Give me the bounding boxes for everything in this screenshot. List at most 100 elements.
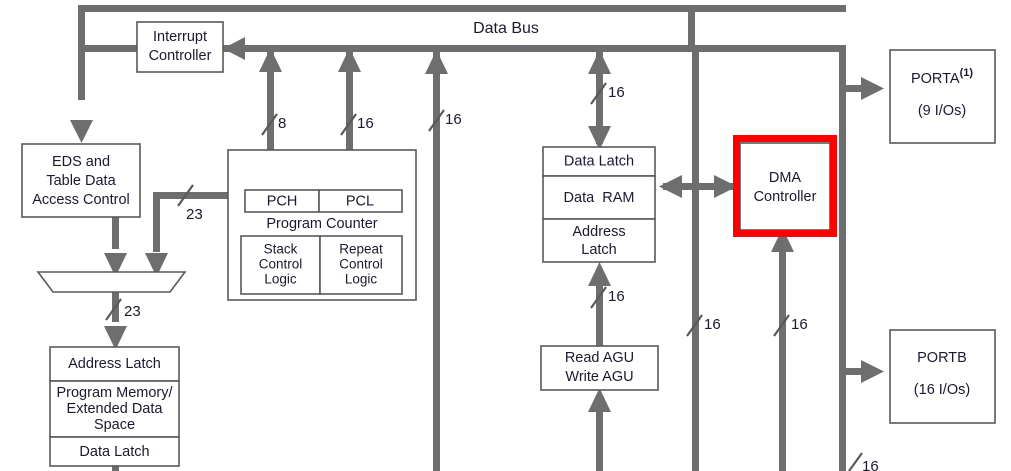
memory-bottom-stub	[112, 466, 119, 471]
pc-fetch-width-label: 16	[445, 111, 462, 128]
dma-controller-box	[739, 142, 831, 231]
pcl-width-label: 16	[357, 115, 374, 132]
agu-width-tick	[590, 286, 607, 309]
porta-box	[889, 49, 996, 144]
ram-dma-horizontal-bus	[663, 183, 733, 190]
pcl-arrow-up	[338, 48, 361, 72]
portb-block[interactable]: PORTB (16 I/Os)	[889, 329, 996, 424]
eds-mux-arrow-down	[104, 253, 127, 277]
stack-control-logic-box	[240, 235, 321, 295]
ram-arrow-up	[588, 50, 611, 74]
eds-label-3: Access Control	[32, 192, 130, 208]
interrupt-controller-label-1: Interrupt	[153, 29, 207, 45]
ram-address-latch-label-1: Address	[572, 224, 625, 240]
ram-address-latch-box	[542, 218, 656, 263]
program-memory-label-2: Extended Data	[67, 401, 164, 417]
mid-right-vertical-bus	[692, 45, 699, 471]
mux-out-width-tick	[105, 298, 122, 321]
dma-vertical-bus	[779, 237, 786, 471]
stack-control-label-2: Control	[259, 257, 303, 272]
agu-label-1: Read AGU	[565, 350, 634, 366]
port-bus-width-tick	[848, 452, 863, 471]
dma-highlight-rect	[733, 135, 837, 237]
memory-data-latch-box	[49, 436, 180, 467]
portb-ios-label: (16 I/Os)	[914, 382, 970, 398]
eds-arrow-head	[70, 120, 93, 143]
irq-bus-shaft	[240, 45, 695, 52]
memory-data-latch-label: Data Latch	[79, 444, 149, 460]
eds-to-pc-horizontal	[153, 192, 233, 199]
program-memory-stack-block[interactable]: Address Latch Program Memory/ Extended D…	[49, 346, 180, 467]
ram-width-label: 16	[608, 84, 625, 101]
eds-box	[21, 143, 141, 218]
address-latch-box	[49, 346, 180, 382]
data-bus-title: Data Bus	[473, 20, 539, 37]
port-bus-width-label: 16	[862, 458, 879, 471]
eds-label-2: Table Data	[46, 173, 116, 189]
program-counter-caption: Program Counter	[266, 216, 377, 232]
ram-bus-shaft	[596, 52, 603, 144]
portb-feed-stub	[846, 368, 868, 375]
portb-box	[889, 329, 996, 424]
pc-fetch-vertical-bus	[433, 52, 440, 471]
ram-arrow-down	[588, 126, 611, 150]
porta-ios-label: (9 I/Os)	[918, 103, 966, 119]
arrow-heads	[70, 37, 884, 471]
address-latch-label: Address Latch	[68, 356, 161, 372]
agu-box	[540, 345, 659, 391]
ram-data-latch-label: Data Latch	[564, 153, 634, 169]
agu-width-label: 16	[608, 288, 625, 305]
mux-out-width-label: 23	[124, 303, 141, 320]
data-ram-stack-block[interactable]: Data Latch Data RAM Address Latch	[542, 146, 656, 263]
porta-footnote-marker: (1)	[960, 67, 974, 79]
irq-arrow-head	[223, 37, 245, 60]
program-memory-label-1: Program Memory/	[56, 385, 173, 401]
eds-to-pc-elbow	[153, 192, 160, 252]
ram-address-latch-label-2: Latch	[581, 242, 616, 258]
eds-addr-width-label: 23	[186, 206, 203, 223]
pch-width-tick	[261, 113, 278, 136]
porta-name-text: PORTA	[911, 71, 960, 87]
pch-label: PCH	[267, 193, 298, 209]
pch-bus-shaft	[267, 52, 274, 184]
repeat-control-logic-box	[319, 235, 403, 295]
program-memory-label-3: Space	[94, 417, 135, 433]
agu-bottom-shaft	[596, 410, 603, 471]
right-vertical-bus	[839, 45, 846, 471]
agu-block[interactable]: Read AGU Write AGU	[540, 345, 659, 391]
repeat-control-label-1: Repeat	[339, 242, 383, 257]
agu-label-2: Write AGU	[565, 369, 633, 385]
dma-label-1: DMA	[769, 170, 802, 186]
dma-controller-block[interactable]: DMA Controller	[733, 135, 837, 237]
porta-feed-stub	[846, 85, 868, 92]
agu-ram-arrow-up	[588, 262, 611, 286]
eds-table-data-access-control-block[interactable]: EDS and Table Data Access Control	[21, 143, 141, 218]
portb-arrow-head	[861, 360, 884, 383]
interrupt-controller-block[interactable]: Interrupt Controller	[136, 21, 224, 73]
dma-label-2: Controller	[754, 189, 817, 205]
dma-bus-a-width-label: 16	[704, 316, 721, 333]
portb-name-label: PORTB	[917, 350, 967, 366]
pcl-box	[318, 189, 403, 213]
stack-control-label-1: Stack	[264, 242, 298, 257]
pcl-bus-shaft	[346, 52, 353, 184]
eds-label-1: EDS and	[52, 154, 110, 170]
dma-arrow-right-head	[714, 175, 737, 198]
eds-mux-shaft	[112, 217, 119, 249]
pc-fetch-arrow-up	[425, 50, 448, 74]
data-bus-upper-rail	[78, 5, 846, 12]
interrupt-controller-label-2: Controller	[149, 48, 212, 64]
pc-fetch-width-tick	[428, 109, 445, 132]
address-mux	[36, 271, 187, 293]
agu-bottom-arrow-up	[588, 388, 611, 412]
dma-bus-a-width-tick	[686, 314, 703, 337]
porta-arrow-head	[861, 77, 884, 100]
pc-mux-arrow-down	[145, 253, 168, 277]
porta-block[interactable]: PORTA(1) (9 I/Os)	[875, 49, 1002, 144]
stack-control-label-3: Logic	[264, 272, 297, 287]
pch-width-label: 8	[278, 115, 286, 132]
program-counter-block[interactable]: PCH PCL Program Counter Stack Control Lo…	[227, 149, 417, 301]
ram-arrow-left-head	[659, 175, 682, 198]
data-ram-box	[542, 175, 656, 220]
